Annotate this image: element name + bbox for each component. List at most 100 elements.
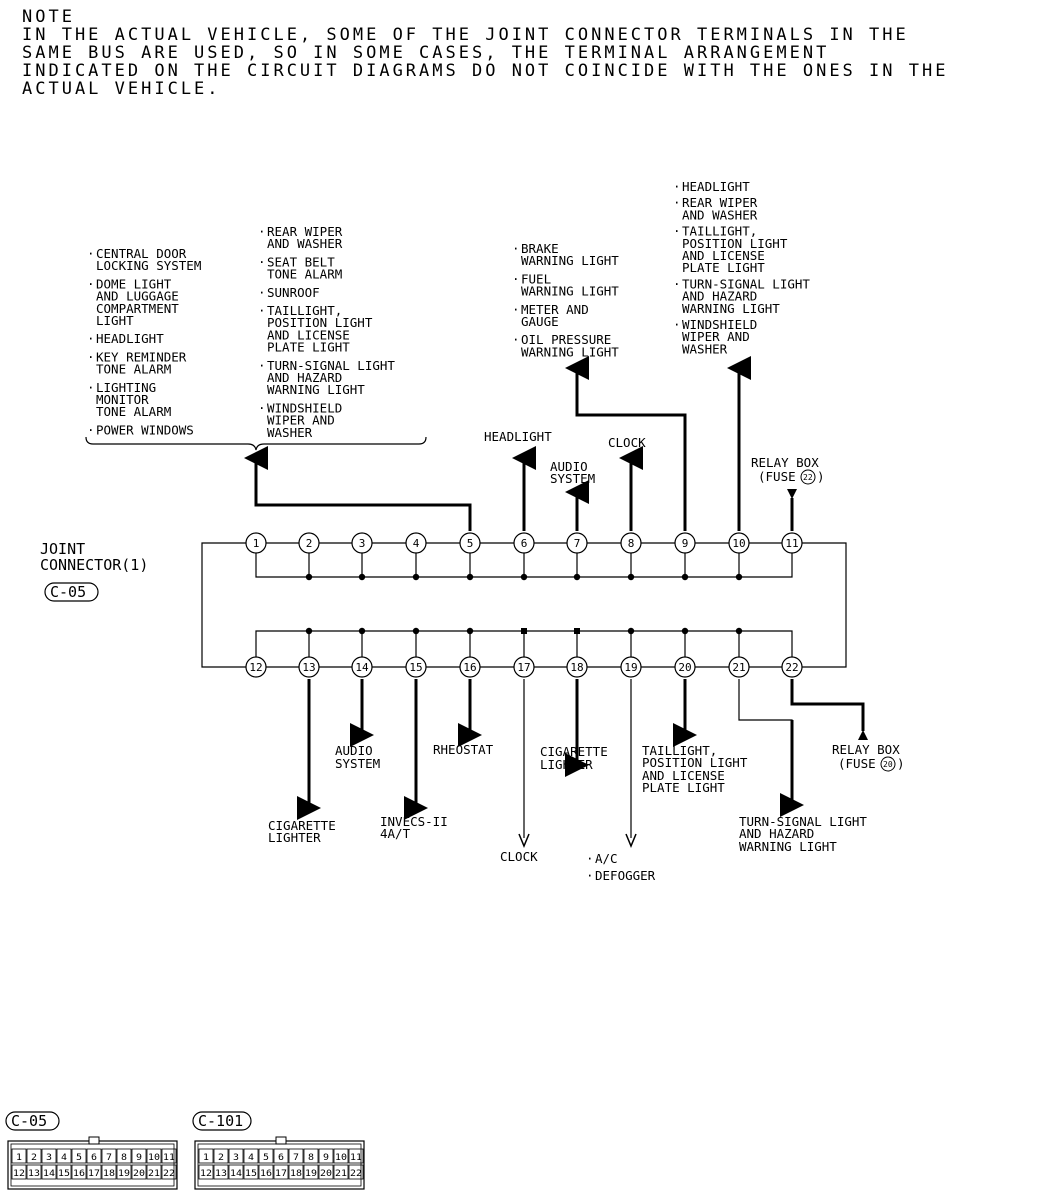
pin17-arrowhead xyxy=(518,833,530,848)
junction-dot xyxy=(358,573,366,581)
pin-number: 8 xyxy=(628,537,635,550)
bullet: · xyxy=(258,285,266,300)
note-line-1: IN THE ACTUAL VEHICLE, SOME OF THE JOINT… xyxy=(22,25,909,45)
view-cell xyxy=(146,1148,162,1164)
pin-circle xyxy=(459,656,481,678)
pin15-label-line-1: INVECS-II xyxy=(380,814,448,829)
view-pin-number: 10 xyxy=(148,1153,160,1163)
view-cell xyxy=(258,1164,274,1180)
junction-dot xyxy=(735,627,743,635)
pin16-label: RHEOSTAT xyxy=(433,742,494,757)
destination-label: PLATE LIGHT xyxy=(267,340,350,355)
view-cell xyxy=(161,1148,177,1164)
bullet: · xyxy=(673,276,681,291)
junction-dot xyxy=(412,627,420,635)
destination-label: WINDSHIELD xyxy=(267,400,342,415)
destination-label: AND LICENSE xyxy=(267,327,350,342)
pin-number: 7 xyxy=(574,537,581,550)
junction-square xyxy=(521,628,527,634)
view-pin-number: 19 xyxy=(118,1169,130,1179)
destination-label: POSITION LIGHT xyxy=(267,315,373,330)
view-pin-number: 7 xyxy=(106,1153,112,1163)
destination-label: GAUGE xyxy=(521,314,559,329)
pin7-label-line-2: SYSTEM xyxy=(550,471,595,486)
pin17-label: CLOCK xyxy=(500,849,538,864)
destination-label: REAR WIPER xyxy=(682,195,758,210)
pin-circle xyxy=(674,532,696,554)
pin13-label-line-2: LIGHTER xyxy=(268,830,321,845)
pin-number: 11 xyxy=(785,537,798,550)
pin-number: 17 xyxy=(517,661,530,674)
destination-label: POSITION LIGHT xyxy=(682,236,788,251)
destination-label: WARNING LIGHT xyxy=(521,284,619,299)
destination-label: WASHER xyxy=(682,341,728,356)
bullet: · xyxy=(87,246,95,261)
view-pin-number: 15 xyxy=(58,1169,70,1179)
bullet: · xyxy=(673,317,681,332)
view-pin-number: 4 xyxy=(248,1153,254,1163)
pin-circle xyxy=(566,656,588,678)
note-block: NOTE IN THE ACTUAL VEHICLE, SOME OF THE … xyxy=(22,7,948,99)
view-cell xyxy=(116,1148,132,1164)
connector-outline-right xyxy=(805,542,847,668)
view-cell xyxy=(198,1164,214,1180)
view-pin-number: 13 xyxy=(28,1169,40,1179)
destination-label: SUNROOF xyxy=(267,285,320,300)
destination-label: TAILLIGHT, xyxy=(682,224,757,239)
view-cell xyxy=(243,1148,259,1164)
view-cell xyxy=(333,1148,349,1164)
pin9-wire xyxy=(565,356,687,531)
pin20-label-line-2: POSITION LIGHT xyxy=(642,755,748,770)
bullet: · xyxy=(258,400,266,415)
view-cell xyxy=(288,1148,304,1164)
view-pin-number: 16 xyxy=(260,1169,272,1179)
destination-label: DOME LIGHT xyxy=(96,276,172,291)
view-cell xyxy=(71,1164,87,1180)
pin-circle xyxy=(351,656,373,678)
view-cell xyxy=(213,1164,229,1180)
pin5-wire xyxy=(244,446,472,531)
destination-label: OIL PRESSURE xyxy=(521,332,611,347)
pin-circle xyxy=(298,656,320,678)
junction-dot xyxy=(735,573,743,581)
pin-number: 6 xyxy=(521,537,528,550)
view-cell xyxy=(116,1164,132,1180)
view-cell xyxy=(41,1148,57,1164)
pin8-label: CLOCK xyxy=(608,435,646,450)
pin11-arrowhead xyxy=(787,489,797,499)
view-pin-number: 13 xyxy=(215,1169,227,1179)
destination-label: WARNING LIGHT xyxy=(267,382,365,397)
view-pin-number: 15 xyxy=(245,1169,257,1179)
view-cell xyxy=(86,1148,102,1164)
view-latch xyxy=(275,1136,287,1145)
view-pin-number: 11 xyxy=(163,1153,175,1163)
note-title: NOTE xyxy=(22,7,75,27)
pin-circle xyxy=(620,532,642,554)
view-cell xyxy=(318,1164,334,1180)
note-line-3: INDICATED ON THE CIRCUIT DIAGRAMS DO NOT… xyxy=(22,61,948,81)
destination-label: POWER WINDOWS xyxy=(96,422,194,437)
pin22-label-line-2: (FUSE xyxy=(838,756,876,771)
pin19-label-defogger: DEFOGGER xyxy=(595,868,656,883)
destination-label: LIGHT xyxy=(96,313,134,328)
pin-number: 16 xyxy=(463,661,476,674)
destination-label: WINDSHIELD xyxy=(682,317,757,332)
pin22-label-line-1: RELAY BOX xyxy=(832,742,900,757)
destination-label: LOCKING SYSTEM xyxy=(96,258,201,273)
pin11-label: RELAY BOX (FUSE 22 ) xyxy=(751,455,825,485)
bullet: · xyxy=(512,241,520,256)
view-cell xyxy=(11,1164,27,1180)
junction-dot xyxy=(358,627,366,635)
junction-dot xyxy=(305,573,313,581)
pin20-label-line-1: TAILLIGHT, xyxy=(642,743,717,758)
view-pin-number: 6 xyxy=(278,1153,284,1163)
view-cell xyxy=(228,1148,244,1164)
pin-circle xyxy=(728,656,750,678)
junction-dot xyxy=(466,573,474,581)
destination-label: TONE ALARM xyxy=(96,362,171,377)
pin-circle xyxy=(674,656,696,678)
pin15-label-line-2: 4A/T xyxy=(380,826,411,841)
